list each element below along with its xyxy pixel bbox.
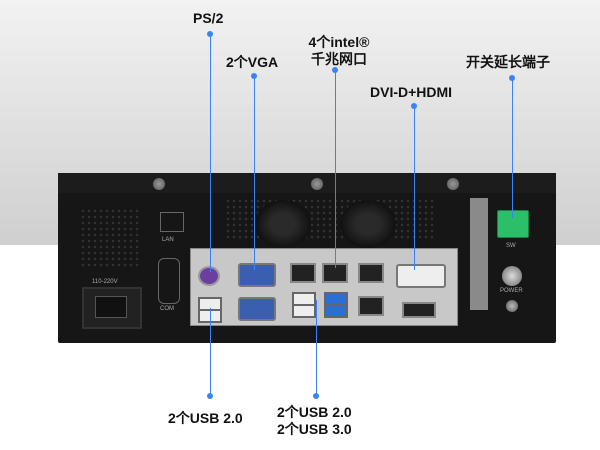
screw-icon [311, 178, 323, 190]
label-ps2: PS/2 [193, 10, 224, 26]
vga-port [238, 297, 276, 321]
label-usb-mix: 2个USB 2.0 2个USB 3.0 [277, 404, 352, 438]
dvi-port [396, 264, 446, 288]
screw-icon [153, 178, 165, 190]
fan-icon [340, 200, 396, 248]
usb-port [292, 304, 316, 318]
lan-port [290, 263, 316, 283]
label-switch-extension: 开关延长端子 [466, 54, 550, 70]
callout-line-lan [335, 70, 336, 268]
lan-label: LAN [162, 237, 174, 243]
com-label: COM [160, 306, 174, 312]
label-dvi-hdmi: DVI-D+HDMI [370, 84, 453, 100]
screw-icon [447, 178, 459, 190]
callout-line-usb20 [210, 308, 211, 396]
usb3-port [324, 304, 348, 318]
lan-port [358, 296, 384, 316]
callout-line-ps2 [210, 34, 211, 272]
com-cutout [158, 258, 180, 304]
callout-dot [207, 393, 213, 399]
label-usb20: 2个USB 2.0 [168, 410, 243, 426]
sw-label: SW [506, 243, 516, 249]
voltage-label: 110-220V [92, 279, 118, 285]
callout-line-vga [254, 76, 255, 270]
callout-line-switch [512, 78, 513, 218]
label-lan: 4个intel® 千兆网口 [306, 34, 372, 68]
fan-icon [255, 200, 311, 248]
callout-line-dvi [414, 106, 415, 270]
lan-cutout [160, 212, 184, 232]
label-usb-mix-line1: 2个USB 2.0 [277, 404, 352, 420]
callout-line-usb-mix [316, 300, 317, 396]
ps2-port [198, 266, 220, 286]
power-button[interactable] [502, 266, 522, 286]
expansion-bracket [470, 198, 488, 310]
ground-screw-icon [506, 300, 518, 312]
power-label: POWER [500, 288, 523, 294]
lan-port [358, 263, 384, 283]
label-lan-line1: 4个intel® [308, 34, 370, 50]
callout-dot [313, 393, 319, 399]
switch-terminal-block [497, 210, 529, 238]
hdmi-port [402, 302, 436, 318]
label-vga: 2个VGA [226, 54, 279, 70]
vent-grille [80, 208, 140, 268]
label-usb-mix-line2: 2个USB 3.0 [277, 421, 352, 437]
power-socket-icon [95, 296, 127, 318]
vga-port [238, 263, 276, 287]
label-lan-line2: 千兆网口 [311, 51, 367, 67]
chassis-top-lip [58, 173, 556, 193]
